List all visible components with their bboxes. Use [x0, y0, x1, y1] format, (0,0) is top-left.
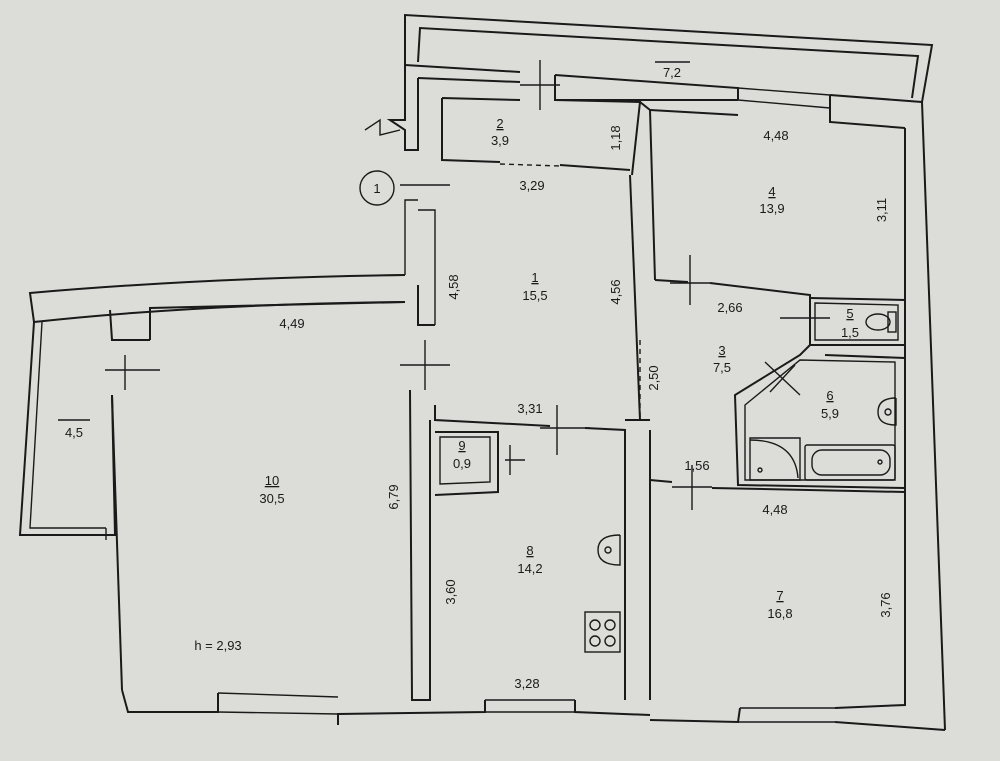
room-8-area: 14,2 — [517, 561, 542, 576]
room-2-area: 3,9 — [491, 133, 509, 148]
room-3-area: 7,5 — [713, 360, 731, 375]
dimension-label: 4,48 — [762, 502, 787, 517]
outer-walls — [105, 64, 946, 731]
kitchen-sink-icon — [597, 534, 621, 566]
top-balcony — [404, 13, 934, 103]
dimension-label: 4,56 — [608, 279, 623, 304]
dimension-label: 3,29 — [519, 178, 544, 193]
dimension-label: 4,48 — [763, 128, 788, 143]
dimension-label: 3,31 — [517, 401, 542, 416]
room-3-number: 3 — [718, 343, 725, 358]
ceiling-height: h = 2,93 — [194, 638, 241, 653]
dimension-label: 3,60 — [443, 579, 458, 604]
left-balcony-area: 4,5 — [65, 425, 83, 440]
fixtures — [584, 311, 897, 653]
room-labels: 2 3,9 4 13,9 1 15,5 5 1,5 3 7,5 6 5,9 9 … — [259, 116, 859, 621]
dimension-label: 6,79 — [386, 484, 401, 509]
room-5-number: 5 — [846, 306, 853, 321]
entry-marker-label: 1 — [373, 181, 380, 196]
room-9-number: 9 — [458, 438, 465, 453]
dimension-label: 1,56 — [684, 458, 709, 473]
dimension-label: 4,49 — [279, 316, 304, 331]
room-6-number: 6 — [826, 388, 833, 403]
room-6-area: 5,9 — [821, 406, 839, 421]
room-4-number: 4 — [768, 184, 775, 199]
entry-area — [364, 65, 436, 325]
bathtub-icon — [804, 444, 896, 481]
toilet-icon — [865, 311, 897, 333]
room-7-number: 7 — [776, 588, 783, 603]
balcony-labels: 7,2 4,5 — [58, 61, 690, 440]
dimension-label: 3,28 — [514, 676, 539, 691]
left-balcony — [18, 274, 406, 540]
room-4-area: 13,9 — [759, 201, 784, 216]
room-8-number: 8 — [526, 543, 533, 558]
dimension-label: 2,50 — [646, 365, 661, 390]
room-5-area: 1,5 — [841, 325, 859, 340]
dimension-label: 3,76 — [878, 592, 893, 617]
dimension-label: 3,11 — [874, 198, 889, 222]
room-10-area: 30,5 — [259, 491, 284, 506]
washbasin-icon — [877, 397, 897, 426]
room-1-area: 15,5 — [522, 288, 547, 303]
door-openings — [400, 60, 830, 510]
room-9-area: 0,9 — [453, 456, 471, 471]
dimension-labels: 4,48 3,11 1,18 3,29 4,58 4,56 2,66 4,49 … — [279, 125, 893, 691]
dimension-label: 1,18 — [608, 125, 623, 150]
dimension-label: 2,66 — [717, 300, 742, 315]
dimension-label: 4,58 — [446, 274, 461, 299]
room-10-number: 10 — [265, 473, 279, 488]
entry-marker: 1 — [359, 170, 395, 206]
top-balcony-area: 7,2 — [663, 65, 681, 80]
room-7-area: 16,8 — [767, 606, 792, 621]
room-1-number: 1 — [531, 270, 538, 285]
shower-icon — [749, 437, 801, 481]
stove-icon — [584, 611, 621, 653]
room-2-number: 2 — [496, 116, 503, 131]
